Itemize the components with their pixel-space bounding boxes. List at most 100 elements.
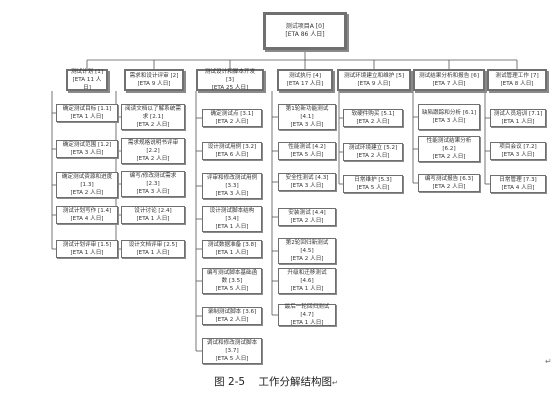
task-node: 评审和修改测试用例 [3.3] [ETA 3 人日] (202, 173, 262, 199)
node-title: 日常管理 [7.3] (499, 177, 537, 183)
node-title: 测试计划写作 [1.4] (62, 208, 112, 214)
node-eta: [ETA 1 人日] (290, 320, 324, 326)
node-eta: [ETA 1 人日] (70, 114, 104, 120)
node-title: 项目会议 [7.2] (499, 144, 537, 150)
node-eta: [ETA 17 人日] (286, 81, 324, 87)
node-title: 最后一轮回归测试 [4.7] (284, 304, 330, 318)
task-node: 项目会议 [7.2][ETA 3 人日] (490, 142, 546, 160)
node-title: 设计文档评审 [2.5] (128, 242, 178, 248)
node-title: 编写测试报告 [6.3] (424, 176, 474, 182)
node-eta: [ETA 2 人日] (136, 122, 170, 128)
branch-node-2: 需求和设计评审 [2] [ETA 9 人日] (124, 69, 184, 91)
task-node: 性能测试 [4.2] [ETA 5 人日] (278, 142, 336, 160)
node-eta: [ETA 2 人日] (136, 156, 170, 162)
node-title: 确定测试资源和进度 [1.3] (61, 174, 113, 188)
node-eta: [ETA 5 人日] (356, 185, 390, 191)
node-eta: [ETA 3 人日] (215, 191, 249, 197)
node-title: 编写测试脚本基础函数 [3.5] (206, 270, 258, 284)
task-node: 性能测试结果分析 [6.2] [ETA 2 人日] (418, 136, 480, 162)
node-title: 确定测试目标 [1.1] (62, 106, 112, 112)
node-eta: [ETA 2 人日] (432, 154, 466, 160)
task-node: 测试环境建立 [5.2] [ETA 2 人日] (343, 143, 403, 161)
task-node: 设计文档评审 [2.5][ETA 1 人日] (121, 240, 185, 258)
task-node: 设计讨论 [2.4][ETA 1 人日] (121, 206, 185, 224)
figure-title: 工作分解结构图 (258, 376, 332, 388)
node-eta: [ETA 2 人日] (432, 184, 466, 190)
task-node: 需求规格说明书评审 [2.2] [ETA 2 人日] (121, 138, 185, 164)
task-node: 编写/修改测试需求 [2.3][ETA 3 人日] (121, 171, 185, 197)
task-node: 第2轮回归新测试 [4.5][ETA 2 人日] (278, 238, 336, 264)
task-node: 测试计划写作 [1.4] [ETA 4 人日] (56, 206, 118, 224)
node-title: 升级和迁移测试 [4.6] (287, 270, 327, 284)
node-eta: [ETA 1 人日] (501, 119, 535, 125)
node-title: 测试结果分析和报告 [6] (418, 73, 480, 79)
node-title: 设计测试用例 [3.2] (207, 144, 257, 150)
node-title: 测试环境建立 [5.2] (348, 145, 398, 151)
task-node: 测试计划评审 [1.5][ETA 1 人日] (56, 240, 118, 258)
node-eta: [ETA 1 人日] (215, 224, 249, 230)
node-eta: [ETA 2 人日] (215, 317, 249, 323)
task-node: 测试数据准备 [3.8][ETA 1 人日] (202, 240, 262, 258)
branch-node-1: 测试计划 [1] [ETA 11 人日] (66, 69, 108, 91)
node-eta: [ETA 2 人日] (356, 119, 390, 125)
node-title: 设计测试脚本结构 [3.4] (209, 208, 255, 222)
task-node: 测试人员培训 [7.1] [ETA 1 人日] (490, 109, 546, 127)
node-title: 确定测试点 [3.1] (210, 111, 254, 117)
node-title: 测试管理工作 [7] (495, 73, 539, 79)
root-node: 测试项目A [0][ETA 86 人日] (263, 12, 347, 50)
branch-node-4: 测试执行 [4][ETA 17 人日] (277, 69, 333, 91)
node-title: 缺陷跟踪和分析 [6.1] (421, 110, 477, 116)
task-node: 编写测试脚本基础函数 [3.5] [ETA 5 人日] (202, 268, 262, 294)
task-node: 升级和迁移测试 [4.6] [ETA 1 人日] (278, 268, 336, 294)
node-eta: [ETA 1 人日] (290, 286, 324, 292)
branch-node-3: 测试设计和脚本开发 [3][ETA 25 人日] (196, 69, 264, 91)
node-title: 评审和修改测试用例 [3.3] (206, 175, 258, 189)
node-eta: [ETA 3 人日] (432, 118, 466, 124)
node-eta: [ETA 11 人日] (72, 77, 102, 91)
node-eta: [ETA 4 人日] (501, 185, 535, 191)
node-eta: [ETA 7 人日] (432, 81, 466, 87)
task-node: 安装测试 [4.4][ETA 2 人日] (278, 208, 336, 226)
node-eta: [ETA 25 人日] (211, 85, 249, 91)
node-title: 性能测试结果分析 [6.2] (426, 138, 472, 152)
node-eta: [ETA 9 人日] (137, 81, 171, 87)
task-node: 日常维护 [5.3] [ETA 5 人日] (343, 175, 403, 193)
node-title: 测试人员培训 [7.1] (493, 111, 543, 117)
node-title: 需求和设计评审 [2] (129, 73, 179, 79)
node-eta: [ETA 5 人日] (215, 286, 249, 292)
node-eta: [ETA 3 人日] (290, 122, 324, 128)
node-eta: [ETA 3 人日] (70, 150, 104, 156)
task-node: 确定测试资源和进度 [1.3][ETA 2 人日] (56, 172, 118, 198)
node-eta: [ETA 86 人日] (285, 31, 325, 38)
node-title: 设计讨论 [2.4] (134, 208, 172, 214)
task-node: 调试和修改测试脚本 [3.7] [ETA 5 人日] (202, 338, 262, 364)
task-node: 录制测试脚本 [3.6] [ETA 2 人日] (202, 307, 262, 325)
node-eta: [ETA 9 人日] (357, 81, 391, 87)
task-node: 软硬件购买 [5.1][ETA 2 人日] (343, 109, 403, 127)
node-eta: [ETA 6 人日] (215, 152, 249, 158)
return-mark-icon: ↵ (331, 379, 338, 387)
node-eta: [ETA 5 人日] (215, 356, 249, 362)
task-node: 设计测试脚本结构 [3.4] [ETA 1 人日] (202, 206, 262, 232)
node-title: 确定测试范围 [1.2] (62, 142, 112, 148)
task-node: 阅读文档以了解系统需求 [2.1][ETA 2 人日] (121, 104, 185, 130)
node-title: 测试计划 [1] (70, 69, 104, 75)
node-eta: [ETA 2 人日] (215, 119, 249, 125)
node-eta: [ETA 5 人日] (290, 152, 324, 158)
node-eta: [ETA 4 人日] (70, 216, 104, 222)
node-title: 需求规格说明书评审 [2.2] (127, 140, 179, 154)
node-eta: [ETA 2 人日] (356, 153, 390, 159)
node-title: 编写/修改测试需求 [2.3] (129, 173, 177, 187)
node-title: 测试环境建立和维护 [5] (343, 73, 405, 79)
node-title: 录制测试脚本 [3.6] (207, 309, 257, 315)
node-title: 安全性测试 [4.3] (285, 175, 329, 181)
node-eta: [ETA 1 人日] (215, 250, 249, 256)
node-title: 日常维护 [5.3] (354, 177, 392, 183)
task-node: 设计测试用例 [3.2] [ETA 6 人日] (202, 142, 262, 160)
figure-caption: 图 2-5 工作分解结构图↵ (0, 374, 552, 389)
node-title: 调试和修改测试脚本 [3.7] (206, 340, 258, 354)
branch-node-5: 测试环境建立和维护 [5] [ETA 9 人日] (337, 69, 411, 91)
task-node: 第1轮新功能测试 [4.1][ETA 3 人日] (278, 104, 336, 130)
node-eta: [ETA 2 人日] (290, 256, 324, 262)
node-title: 性能测试 [4.2] (288, 144, 326, 150)
